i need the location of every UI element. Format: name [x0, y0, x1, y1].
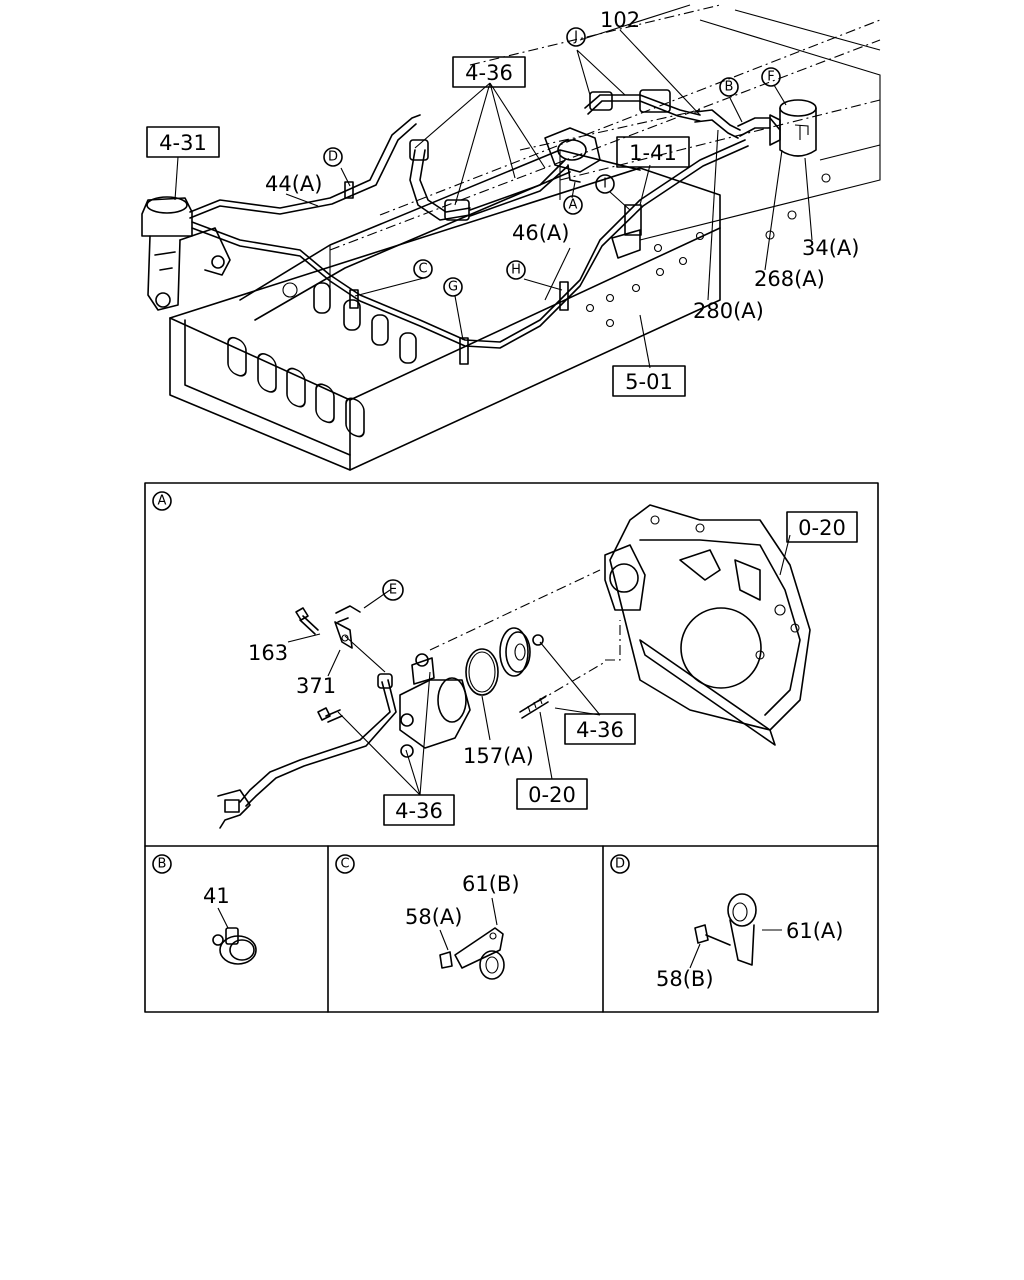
circle-letter-C-top: C: [413, 259, 433, 279]
ref-1-41-label: 1-41: [629, 141, 677, 165]
svg-text:F: F: [767, 70, 774, 85]
svg-text:A: A: [569, 198, 578, 213]
svg-text:I: I: [603, 177, 607, 192]
part-268a-label: 268(A): [754, 267, 825, 291]
circle-letter-F-top: F: [761, 67, 781, 87]
circle-letter-J-top: J: [566, 27, 586, 47]
part-58a-label: 58(A): [405, 905, 462, 929]
ref-box-4-36-top: [452, 56, 526, 88]
part-34a-label: 34(A): [802, 236, 859, 260]
part-41-label: 41: [203, 884, 230, 908]
circle-letter-A-panel: A: [152, 491, 172, 511]
fluid-reservoir: [769, 99, 817, 157]
ref-0-20-bottom-label: 0-20: [528, 783, 576, 807]
circle-letter-E-panel: E: [382, 579, 404, 601]
ref-box-4-36-bottom: [383, 794, 455, 826]
detail-frame: [144, 482, 879, 1013]
clutch-master-cylinder: [141, 196, 231, 311]
part-58b-label: 58(B): [656, 967, 714, 991]
frame-assembly: [141, 4, 881, 471]
ref-4-36-bottom-label: 4-36: [395, 799, 443, 823]
ref-4-31-label: 4-31: [159, 131, 207, 155]
detail-panel-a: A: [152, 491, 858, 829]
pipe-clip: [439, 927, 505, 980]
part-46a-label: 46(A): [512, 221, 569, 245]
o-ring: [465, 648, 499, 696]
ref-box-4-31: [146, 126, 220, 158]
svg-text:B: B: [725, 80, 734, 95]
detail-panel-d: D 61(A) 58(B): [610, 854, 843, 991]
part-163-label: 163: [248, 641, 288, 665]
slave-cylinder: [544, 127, 601, 183]
detail-panel-c: C 61(B) 58(A): [335, 854, 520, 980]
clutch-pump: [399, 653, 471, 758]
ref-0-20-top-label: 0-20: [798, 516, 846, 540]
part-157a-label: 157(A): [463, 744, 534, 768]
svg-text:E: E: [389, 583, 397, 598]
circle-letter-C-panel: C: [335, 854, 355, 874]
svg-text:A: A: [158, 494, 167, 509]
part-280a-label: 280(A): [693, 299, 764, 323]
ref-4-36-right-label: 4-36: [576, 718, 624, 742]
detail-panels: [144, 482, 879, 1013]
detail-panel-b: B 41: [152, 854, 257, 965]
circle-letter-H-top: H: [506, 260, 526, 280]
ref-box-0-20-bottom: [516, 778, 588, 810]
circle-letter-I-top: I: [595, 174, 615, 194]
circle-letter-D-panel: D: [610, 854, 630, 874]
pipe-bracket: [694, 893, 757, 966]
circle-letter-B-top: B: [719, 77, 739, 97]
part-44a-label: 44(A): [265, 172, 322, 196]
ref-4-36-top-label: 4-36: [465, 61, 513, 85]
circle-letter-A-top: A: [563, 195, 583, 215]
circle-letter-G-top: G: [443, 277, 463, 297]
svg-text:C: C: [340, 857, 349, 872]
ref-5-01-label: 5-01: [625, 370, 673, 394]
circle-letter-B-panel: B: [152, 854, 172, 874]
ref-box-5-01: [612, 365, 686, 397]
part-61b-label: 61(B): [462, 872, 520, 896]
part-61a-label: 61(A): [786, 919, 843, 943]
svg-text:B: B: [158, 857, 167, 872]
ref-box-1-41: [616, 136, 690, 168]
circle-letter-D-top: D: [323, 147, 343, 167]
svg-text:D: D: [615, 857, 625, 872]
svg-text:C: C: [418, 262, 427, 277]
part-102-label: 102: [600, 8, 640, 32]
svg-text:H: H: [511, 263, 521, 278]
ref-box-4-36-right: [564, 713, 636, 745]
drive-gear: [499, 627, 544, 677]
ref-box-0-20-top: [786, 511, 858, 543]
hose-clamp: [212, 927, 257, 965]
svg-text:J: J: [573, 30, 578, 45]
top-callouts: 4-31 4-36 1-41 5-01 102 44(A) 46(A) 34(A…: [146, 8, 859, 397]
flywheel-housing: [604, 504, 811, 746]
svg-text:G: G: [448, 280, 458, 295]
part-371-label: 371: [296, 674, 336, 698]
svg-text:D: D: [328, 150, 338, 165]
